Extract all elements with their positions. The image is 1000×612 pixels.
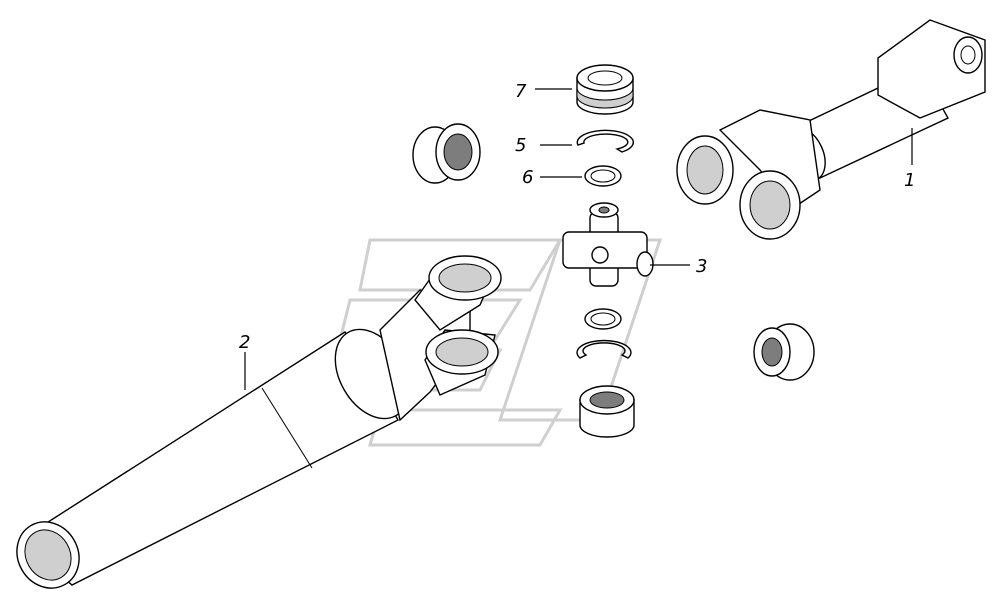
snap-ring-part-5 <box>576 129 635 153</box>
needle-bearing-right <box>753 323 815 381</box>
slip-yoke-shaft-part-1 <box>676 19 986 240</box>
snap-ring-lower <box>576 339 632 359</box>
callout-5: 5 <box>515 135 526 156</box>
callout-7: 7 <box>515 81 527 102</box>
bearing-cup-part-7 <box>576 64 634 115</box>
washer-part-6 <box>584 165 622 187</box>
callout-1: 1 <box>904 170 915 191</box>
callout-6: 6 <box>522 167 533 188</box>
washer-lower <box>584 308 622 330</box>
needle-bearing-left <box>412 123 481 184</box>
callout-2: 2 <box>239 332 250 353</box>
driveshaft-tube-part-2 <box>16 255 502 589</box>
universal-joint-cross-part-3 <box>562 202 654 287</box>
callout-3: 3 <box>696 256 707 277</box>
needle-bearing-lower <box>579 385 635 438</box>
